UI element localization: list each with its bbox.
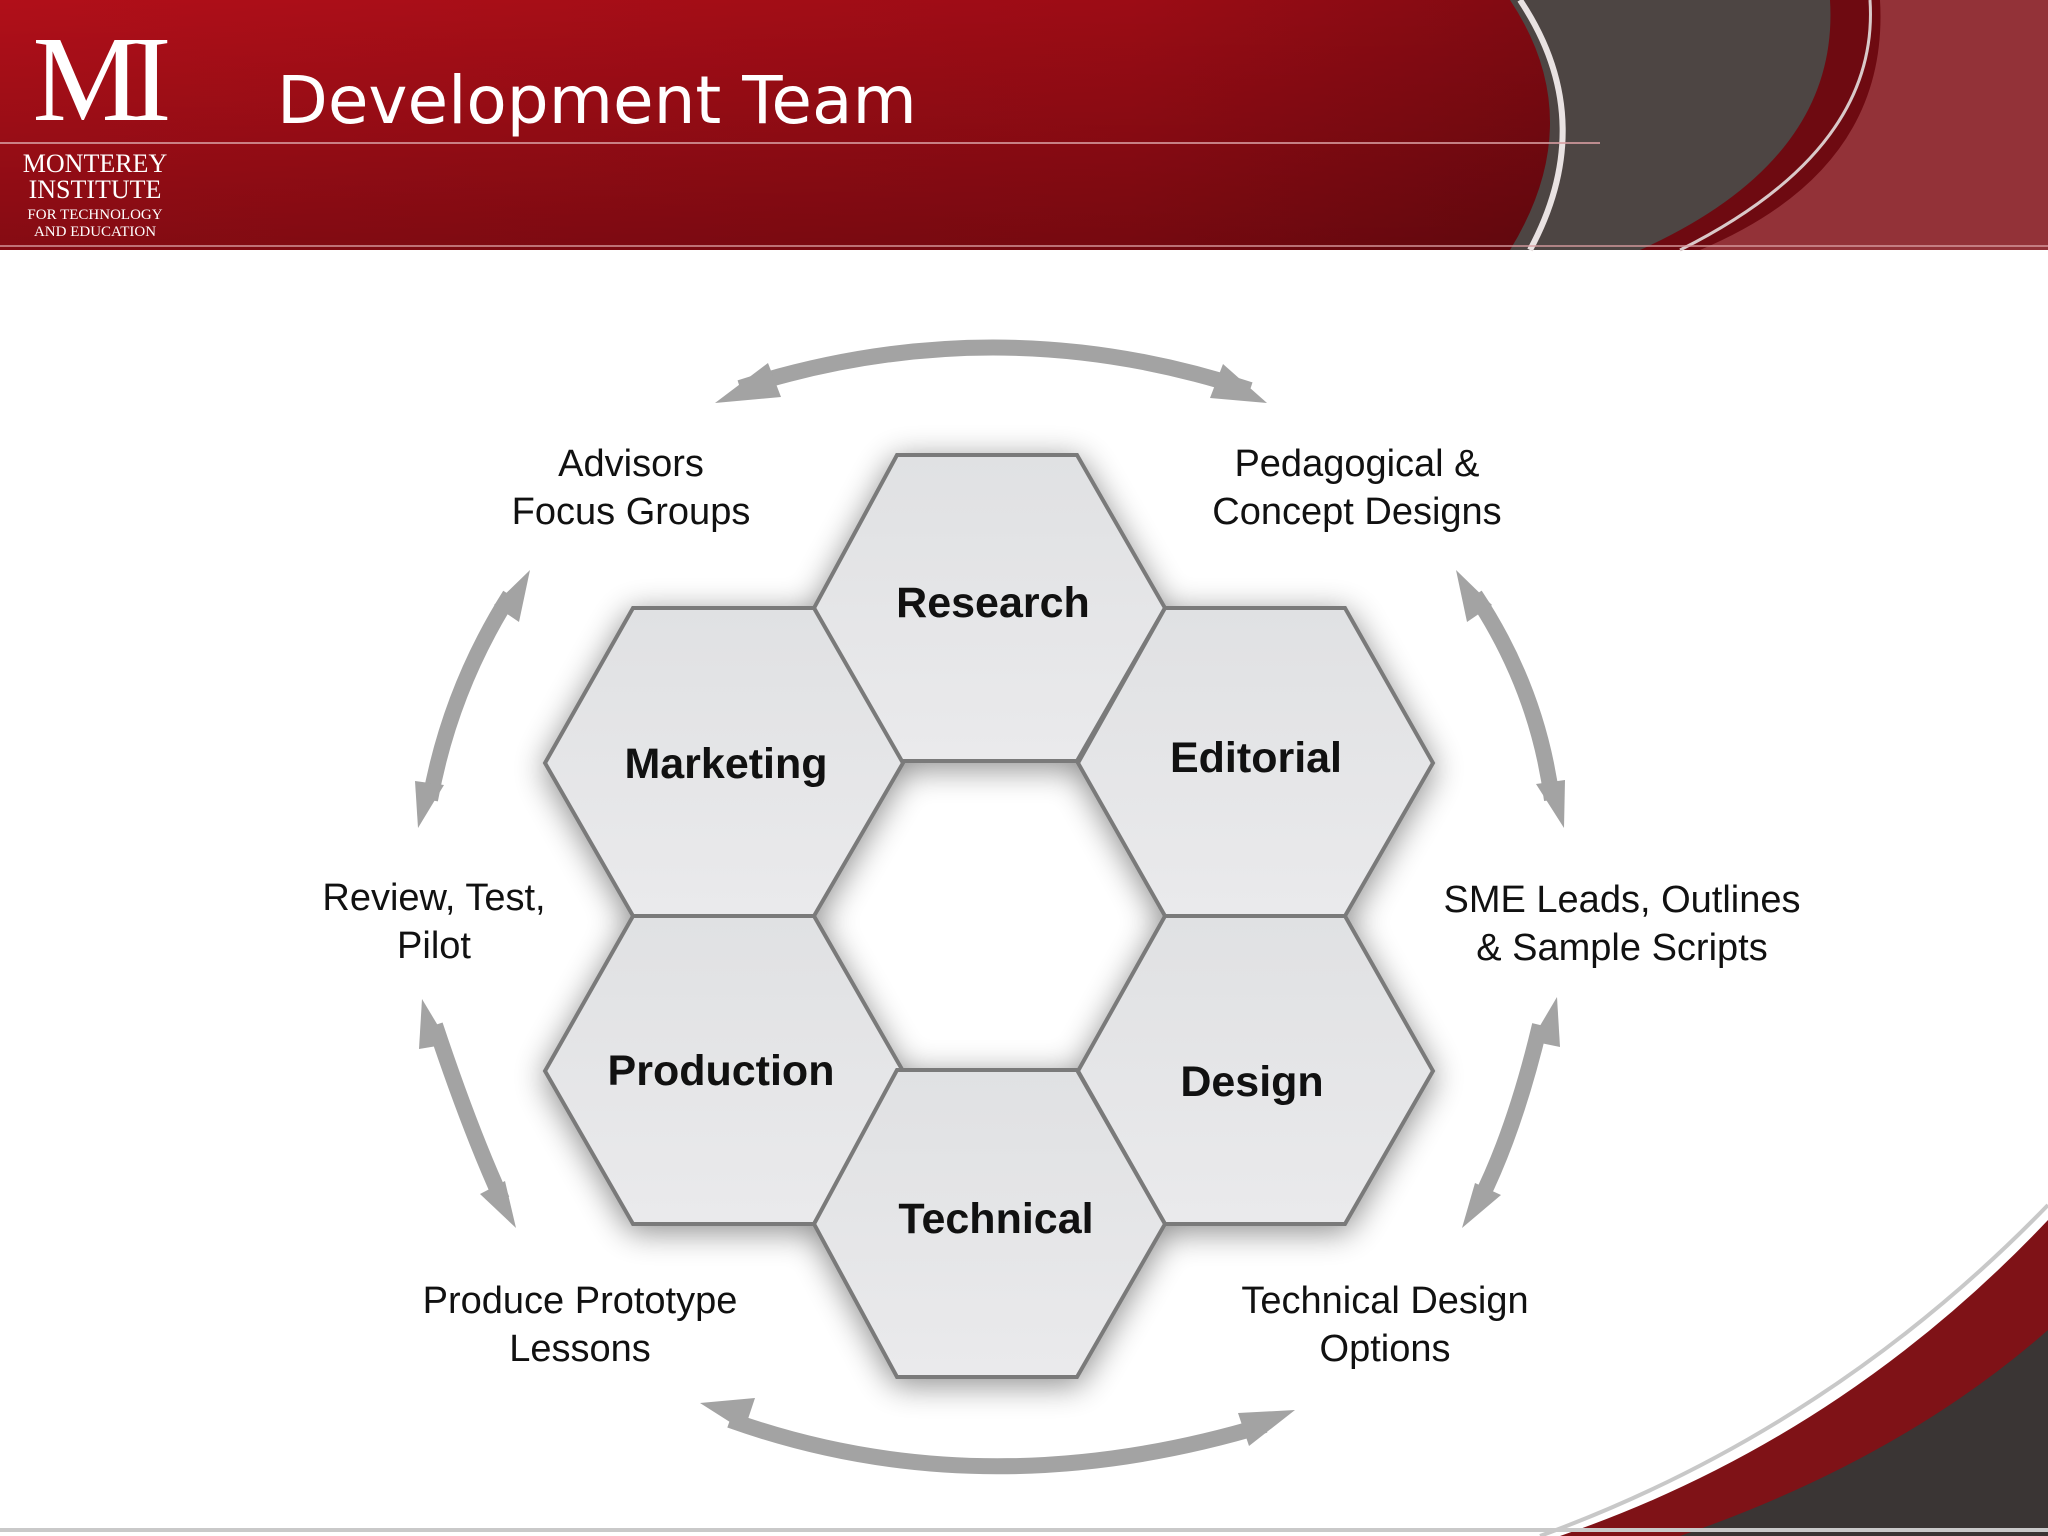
double-headed-arrow-icon — [422, 590, 517, 802]
cycle-label-review: Review, Test, Pilot — [224, 874, 644, 970]
cycle-label-technical-design: Technical Design Options — [1175, 1277, 1595, 1373]
double-headed-arrow-icon — [1472, 1023, 1548, 1204]
cycle-label-technical-design-line-2: Options — [1319, 1328, 1451, 1370]
page-title: Development Team — [277, 62, 917, 139]
logo-monogram: MI — [32, 12, 167, 147]
label-editorial: Editorial — [1170, 734, 1342, 782]
cycle-label-sme: SME Leads, Outlines & Sample Scripts — [1412, 876, 1832, 972]
logo-line-3: FOR TECHNOLOGY — [27, 207, 162, 223]
label-technical: Technical — [898, 1195, 1093, 1243]
label-research: Research — [896, 579, 1090, 627]
double-headed-arrow-icon — [1468, 590, 1560, 802]
cycle-label-pedagogical-line-1: Pedagogical & — [1234, 443, 1480, 485]
cycle-label-prototype: Produce Prototype Lessons — [370, 1277, 790, 1373]
hexagon-technical — [811, 1068, 1168, 1379]
cycle-label-review-line-1: Review, Test, — [322, 877, 546, 919]
cycle-label-prototype-line-2: Lessons — [509, 1328, 651, 1370]
cycle-label-prototype-line-1: Produce Prototype — [422, 1280, 738, 1322]
cycle-label-pedagogical: Pedagogical & Concept Designs — [1147, 440, 1567, 536]
footer-swoosh — [0, 1203, 2048, 1536]
arrow-heads — [415, 363, 1565, 1446]
cycle-label-advisors-line-1: Advisors — [558, 443, 704, 485]
header-banner — [0, 0, 2048, 252]
logo-line-4: AND EDUCATION — [34, 224, 156, 240]
logo: MI MONTEREY INSTITUTE FOR TECHNOLOGY AND… — [23, 12, 178, 240]
hexagon-cluster — [542, 453, 1436, 1379]
double-headed-arrow-icon — [737, 339, 1253, 398]
label-marketing: Marketing — [624, 740, 827, 788]
hexagon-labels: Research Marketing Editorial Production … — [608, 579, 1342, 1243]
cycle-label-technical-design-line-1: Technical Design — [1241, 1280, 1529, 1322]
cycle-arrows — [422, 339, 1560, 1475]
logo-line-1: MONTEREY — [23, 149, 168, 178]
cycle-label-review-line-2: Pilot — [397, 925, 471, 967]
cycle-label-pedagogical-line-2: Concept Designs — [1212, 491, 1502, 533]
cycle-label-advisors-line-2: Focus Groups — [511, 491, 751, 533]
label-design: Design — [1180, 1058, 1323, 1106]
double-headed-arrow-icon — [427, 1022, 510, 1204]
cycle-label-advisors: Advisors Focus Groups — [421, 440, 841, 536]
label-production: Production — [608, 1047, 835, 1095]
logo-line-2: INSTITUTE — [29, 175, 162, 204]
cycle-label-sme-line-2: & Sample Scripts — [1476, 927, 1768, 969]
double-headed-arrow-icon — [727, 1412, 1268, 1475]
cycle-label-sme-line-1: SME Leads, Outlines — [1443, 879, 1801, 921]
